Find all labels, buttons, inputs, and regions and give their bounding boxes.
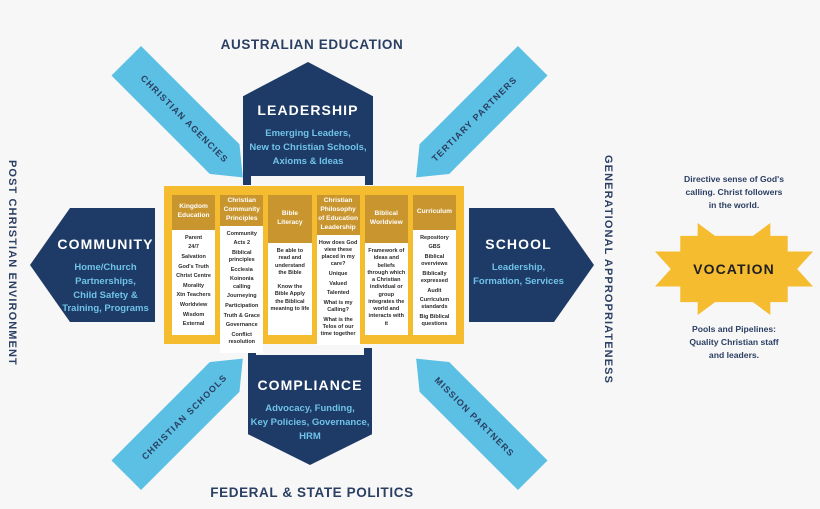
matrix-column-body: Framework of ideas and beliefs through w…: [364, 243, 408, 335]
arrow-christian-agencies[interactable]: CHRISTIAN AGENCIES: [111, 46, 257, 192]
school-subtitle: Leadership,Formation, Services: [473, 262, 564, 287]
matrix-column-body: Be able to read and understand the Bible…: [268, 243, 312, 335]
matrix-item: Community: [226, 230, 257, 237]
school-title: SCHOOL: [485, 236, 552, 252]
matrix-item: Biblically expressed: [420, 270, 449, 284]
compliance-subtitle: Advocacy, Funding,Key Policies, Governan…: [250, 403, 370, 442]
arrow-label-tertiary-partners: TERTIARY PARTNERS: [429, 74, 520, 164]
arrow-mission-partners[interactable]: MISSION PARTNERS: [401, 344, 547, 490]
matrix-item: Worldview: [179, 302, 208, 309]
leadership-subtitle: Emerging Leaders,New to Christian School…: [249, 128, 367, 167]
compliance-title: COMPLIANCE: [257, 377, 363, 393]
arrow-label-christian-agencies: CHRISTIAN AGENCIES: [138, 73, 231, 165]
block-leadership[interactable]: LEADERSHIP Emerging Leaders,New to Chris…: [243, 62, 373, 176]
matrix-item: External: [182, 321, 205, 328]
matrix-item: Conflict resolution: [228, 331, 256, 346]
matrix-item: Parent: [185, 234, 203, 241]
matrix-item: Talented: [326, 290, 350, 297]
matrix-item: Biblical overviews: [421, 253, 448, 268]
matrix-item: Valued: [329, 280, 347, 287]
matrix-item: Repository: [420, 234, 449, 241]
matrix-item: Know the Bible Apply the Biblical meanin…: [270, 284, 310, 312]
matrix-item: What is the Telos of our time together: [320, 316, 356, 338]
label-post-christian-environment: POST CHRISTIAN ENVIRONMENT: [6, 160, 18, 366]
matrix-item: Audit: [427, 287, 442, 294]
matrix-item: Truth & Grace: [223, 312, 260, 319]
matrix-item: Christ Centre: [176, 273, 211, 280]
matrix-item: GBS: [428, 244, 441, 251]
matrix-item: Morality: [183, 282, 205, 289]
vocation-note-bottom: Pools and Pipelines:Quality Christian st…: [689, 324, 779, 360]
matrix-item: Ecclesia: [230, 266, 253, 273]
matrix-item: Xtn Teachers: [176, 292, 211, 299]
leadership-title: LEADERSHIP: [257, 102, 359, 118]
matrix-item: Journeying: [226, 293, 257, 300]
arrow-christian-schools[interactable]: CHRISTIAN SCHOOLS: [111, 344, 257, 490]
matrix-item: God's Truth: [178, 263, 209, 270]
leadership-foot-left: [243, 176, 251, 185]
matrix-item: Salvation: [181, 253, 206, 260]
matrix-item: Be able to read and understand the Bible: [274, 248, 305, 276]
leadership-foot-right: [365, 176, 373, 185]
matrix-item: Governance: [225, 322, 258, 329]
arrow-tertiary-partners[interactable]: TERTIARY PARTNERS: [401, 46, 547, 192]
matrix-column-body: How does God view these placed in my car…: [316, 234, 360, 345]
matrix-item: Biblical principles: [228, 249, 255, 264]
vocation-cross-shape[interactable]: [655, 223, 813, 315]
block-compliance[interactable]: COMPLIANCE Advocacy, Funding,Key Policie…: [248, 355, 372, 465]
compliance-foot-right: [364, 348, 372, 356]
matrix-item: Participation: [225, 303, 259, 310]
matrix-item: Unique: [328, 270, 348, 277]
matrix-item: Big Biblical questions: [419, 314, 450, 328]
matrix-item: What is my Calling?: [323, 299, 353, 314]
matrix-item: Koinonia calling: [229, 276, 254, 290]
arrow-label-christian-schools: CHRISTIAN SCHOOLS: [139, 372, 230, 462]
matrix-item: Curriculum standards: [419, 297, 450, 311]
community-title: COMMUNITY: [57, 236, 154, 252]
label-generational-appropriateness: GENERATIONAL APPROPRIATENESS: [602, 155, 614, 385]
matrix-item: Framework of ideas and beliefs through w…: [367, 248, 406, 327]
matrix-column-header: Curriculum: [412, 195, 457, 230]
matrix-item: Acts 2: [233, 240, 251, 247]
arrow-label-mission-partners: MISSION PARTNERS: [432, 375, 517, 459]
label-federal-state-politics: FEDERAL & STATE POLITICS: [210, 485, 414, 500]
matrix-item: Wisdom: [182, 311, 205, 318]
vocation-label: VOCATION: [693, 261, 775, 277]
label-australian-education: AUSTRALIAN EDUCATION: [220, 37, 404, 52]
matrix-item: 24/7: [188, 244, 199, 251]
block-school[interactable]: SCHOOL Leadership,Formation, Services: [469, 208, 594, 322]
matrix-item: How does God view these placed in my car…: [318, 239, 358, 268]
